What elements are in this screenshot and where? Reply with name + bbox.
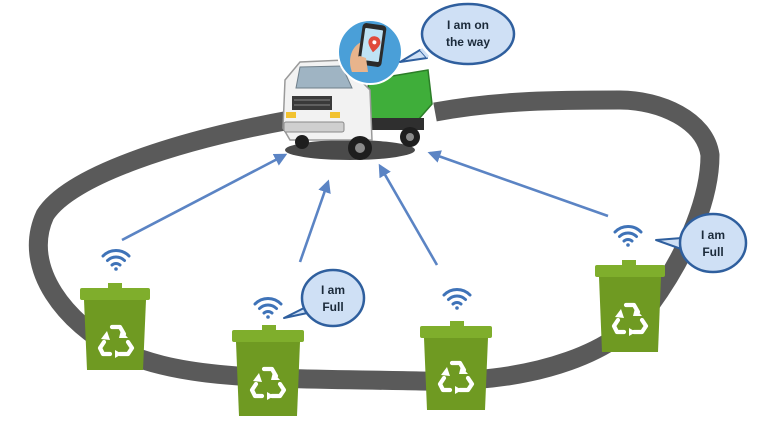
signal-arrow-bin-1	[121, 153, 288, 242]
garbage-truck-icon	[282, 59, 433, 160]
signal-arrow-bin-4	[427, 150, 609, 218]
recycle-bin-3	[420, 321, 492, 410]
signal-arrow-bin-3	[378, 163, 439, 266]
wifi-icon	[442, 288, 472, 310]
bin-2-speech-bubble	[283, 268, 366, 328]
recycle-bin-2	[232, 325, 304, 416]
recycle-bin-1	[80, 283, 150, 370]
truck-speech-bubble	[399, 2, 516, 66]
bin-2-bubble-line-2: Full	[322, 300, 344, 314]
truck-bubble-line-1: I am on	[446, 18, 489, 32]
wifi-icon	[613, 225, 643, 247]
wifi-icon	[253, 297, 283, 319]
bin-4-speech-bubble	[655, 212, 748, 274]
recycle-bin-4	[595, 260, 665, 352]
truck-bubble-line-2: the way	[445, 35, 490, 49]
bin-4-bubble-line-2: Full	[702, 245, 724, 259]
smartphone-location-icon	[337, 19, 403, 85]
bin-4-bubble-line-1: I am	[700, 228, 725, 242]
wifi-icon	[101, 249, 131, 271]
signal-arrow-bin-2	[298, 179, 331, 263]
bin-2-bubble-line-1: I am	[320, 283, 345, 297]
bin-4-bubble-text: I am Full	[683, 227, 743, 261]
truck-bubble-text: I am on the way	[428, 17, 508, 51]
collection-route-road	[28, 90, 720, 391]
bin-2-bubble-text: I am Full	[303, 282, 363, 316]
signal-arrows	[121, 150, 609, 266]
